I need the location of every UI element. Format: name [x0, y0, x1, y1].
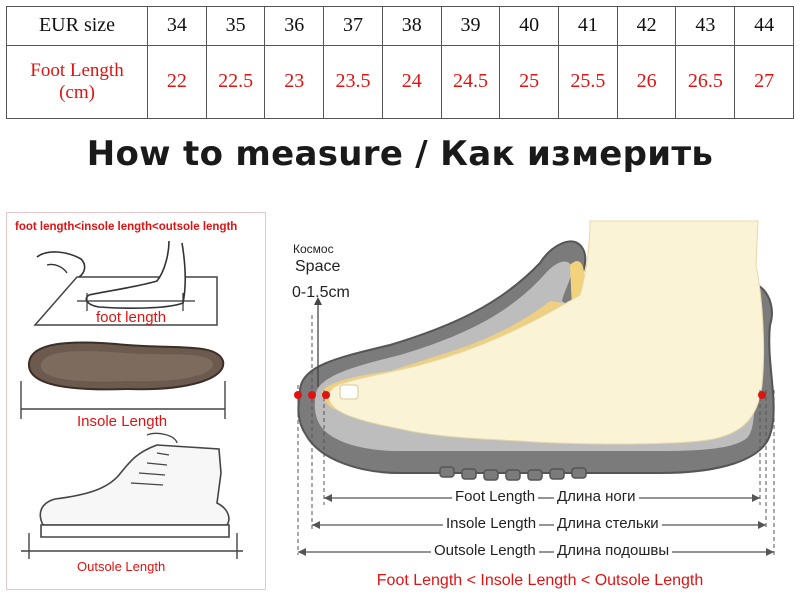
page-title: How to measure / Как измерить	[86, 134, 714, 174]
foot-length-cell: 26.5	[675, 44, 736, 120]
foot-length-cell: 23.5	[323, 44, 383, 120]
measurement-guides	[297, 315, 775, 555]
insole-length-caption: Insole Length	[77, 413, 168, 430]
foot-length-cell: 22.5	[205, 44, 266, 120]
measurement-points	[294, 391, 766, 399]
space-range-label: 0-1.5cm	[292, 284, 350, 301]
space-label-en: Space	[295, 258, 341, 275]
foot-length-cell: 27	[734, 44, 794, 120]
length-comparison-caption: foot length<insole length<outsole length	[15, 221, 238, 233]
foot-length-cell: 22	[147, 44, 207, 120]
insole-length-label-ru: Длина стельки	[554, 515, 662, 532]
foot-length-cell: 24	[381, 44, 442, 120]
eur-size-cell: 39	[440, 6, 501, 46]
eur-size-cell: 42	[616, 6, 677, 46]
eur-size-cell: 38	[381, 6, 442, 46]
eur-size-cell: 35	[205, 6, 266, 46]
foot-length-label-en: Foot Length	[452, 488, 539, 505]
shoe-cross-section-diagram	[294, 220, 775, 556]
foot-length-header-line1: Foot Length	[30, 59, 124, 81]
insole-illustration	[20, 341, 226, 419]
outsole-length-label-ru: Длина подошвы	[554, 542, 673, 559]
space-label-ru: Космос	[293, 242, 334, 256]
sole-tread	[439, 466, 587, 481]
foot-length-header-line2: (cm)	[59, 81, 95, 103]
size-chart-table: EUR size 34 35 36 37 38 39 40 41 42 43 4…	[6, 6, 794, 120]
eur-size-row: EUR size 34 35 36 37 38 39 40 41 42 43 4…	[6, 6, 794, 46]
foot-length-header: Foot Length (cm)	[6, 44, 148, 120]
foot-on-paper-illustration	[33, 240, 218, 326]
foot-length-cell: 23	[264, 44, 325, 120]
eur-size-header: EUR size	[6, 6, 148, 46]
foot-length-caption: foot length	[96, 309, 167, 326]
eur-size-cell: 40	[499, 6, 560, 46]
insole-length-label-en: Insole Length	[443, 515, 540, 532]
eur-size-cell: 36	[264, 6, 325, 46]
foot-length-cell: 25.5	[558, 44, 618, 120]
outsole-length-label-en: Outsole Length	[431, 542, 539, 559]
foot-shape	[328, 220, 765, 445]
eur-size-cell: 43	[675, 6, 736, 46]
foot-length-cell: 26	[616, 44, 677, 120]
foot-length-row: Foot Length (cm) 22 22.5 23 23.5 24 24.5…	[6, 44, 794, 120]
measurement-illustrations	[20, 240, 243, 559]
foot-length-label-ru: Длина ноги	[554, 488, 639, 505]
eur-size-cell: 44	[734, 6, 794, 46]
boot-illustration	[21, 432, 243, 559]
toe-nail	[339, 384, 359, 400]
eur-size-cell: 34	[147, 6, 207, 46]
outsole-length-caption: Outsole Length	[77, 559, 166, 574]
eur-size-cell: 37	[323, 6, 383, 46]
foot-length-cell: 25	[499, 44, 560, 120]
foot-length-cell: 24.5	[440, 44, 501, 120]
measurement-guide-panel: foot length<insole length<outsole length	[6, 212, 266, 590]
length-relationship-caption: Foot Length < Insole Length < Outsole Le…	[376, 572, 704, 589]
eur-size-cell: 41	[558, 6, 618, 46]
